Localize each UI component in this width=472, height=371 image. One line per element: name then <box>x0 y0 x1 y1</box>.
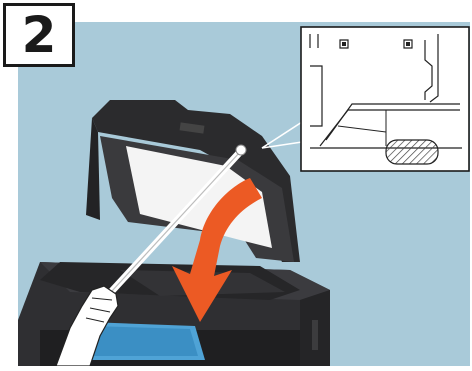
cleaning-pad <box>386 140 438 164</box>
step-badge: 2 <box>3 3 75 67</box>
cleaning-pad-closeup <box>301 27 469 171</box>
step-number: 2 <box>22 10 57 60</box>
